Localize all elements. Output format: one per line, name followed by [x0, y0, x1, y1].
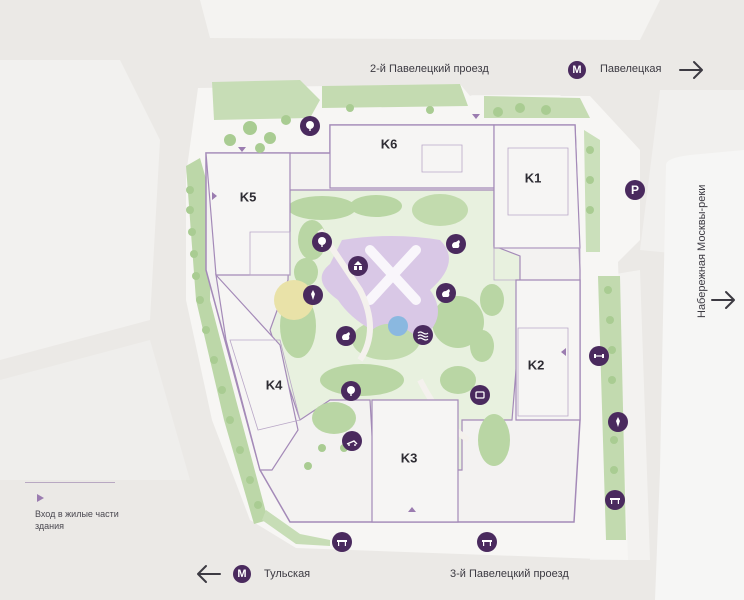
- building-label-k4: K4: [265, 377, 283, 393]
- bench-icon: [605, 490, 625, 510]
- building-label-k2: K2: [527, 357, 545, 373]
- building-k1: [493, 124, 581, 249]
- building-blocks: [205, 124, 581, 523]
- trees: [186, 103, 618, 509]
- tree-icon: [300, 116, 320, 136]
- courtyard: [269, 189, 521, 471]
- building-label-k1: K1: [524, 170, 542, 186]
- sculpture-icon: [470, 385, 490, 405]
- bench-icon: [332, 532, 352, 552]
- fountain-icon: [413, 325, 433, 345]
- sunbed-icon: [342, 431, 362, 451]
- street-top-label: 2-й Павелецкий проезд: [370, 63, 489, 75]
- building-k4: [215, 273, 299, 471]
- building-k3: [371, 399, 459, 523]
- parking-icon: P: [625, 180, 645, 200]
- entrance-markers: [212, 114, 566, 512]
- swing-icon: [436, 283, 456, 303]
- sculpture-icon: [303, 285, 323, 305]
- entrance-legend-icon: [37, 494, 44, 502]
- metro-bottom-label: Тульская: [264, 568, 311, 580]
- building-label-k6: K6: [380, 136, 398, 152]
- dog-icon: [446, 234, 466, 254]
- street-bottom-label: 3-й Павелецкий проезд: [450, 568, 569, 580]
- playground-icon: [348, 256, 368, 276]
- building-k5: [205, 152, 291, 276]
- arrow-right-top-icon: [679, 61, 703, 79]
- workout-icon: [589, 346, 609, 366]
- bench-icon: [477, 532, 497, 552]
- street-right-label: Набережная Москвы-реки: [696, 184, 708, 318]
- metro-icon-bottom: M: [233, 565, 251, 583]
- legend-divider: [25, 482, 115, 483]
- entrance-legend-label: Вход в жилые части здания: [35, 509, 119, 531]
- building-label-k5: K5: [239, 189, 257, 205]
- swing-icon: [336, 326, 356, 346]
- tree-icon: [312, 232, 332, 252]
- building-k6: [329, 124, 495, 189]
- sculpture-icon: [608, 412, 628, 432]
- arrow-right-mid-icon: [711, 291, 735, 309]
- metro-top-label: Павелецкая: [600, 63, 662, 75]
- building-k2: [515, 279, 581, 421]
- metro-icon-top: M: [568, 61, 586, 79]
- building-label-k3: K3: [400, 450, 418, 466]
- tree-icon: [341, 381, 361, 401]
- direction-arrows: [197, 61, 735, 583]
- arrow-left-bottom-icon: [197, 565, 221, 583]
